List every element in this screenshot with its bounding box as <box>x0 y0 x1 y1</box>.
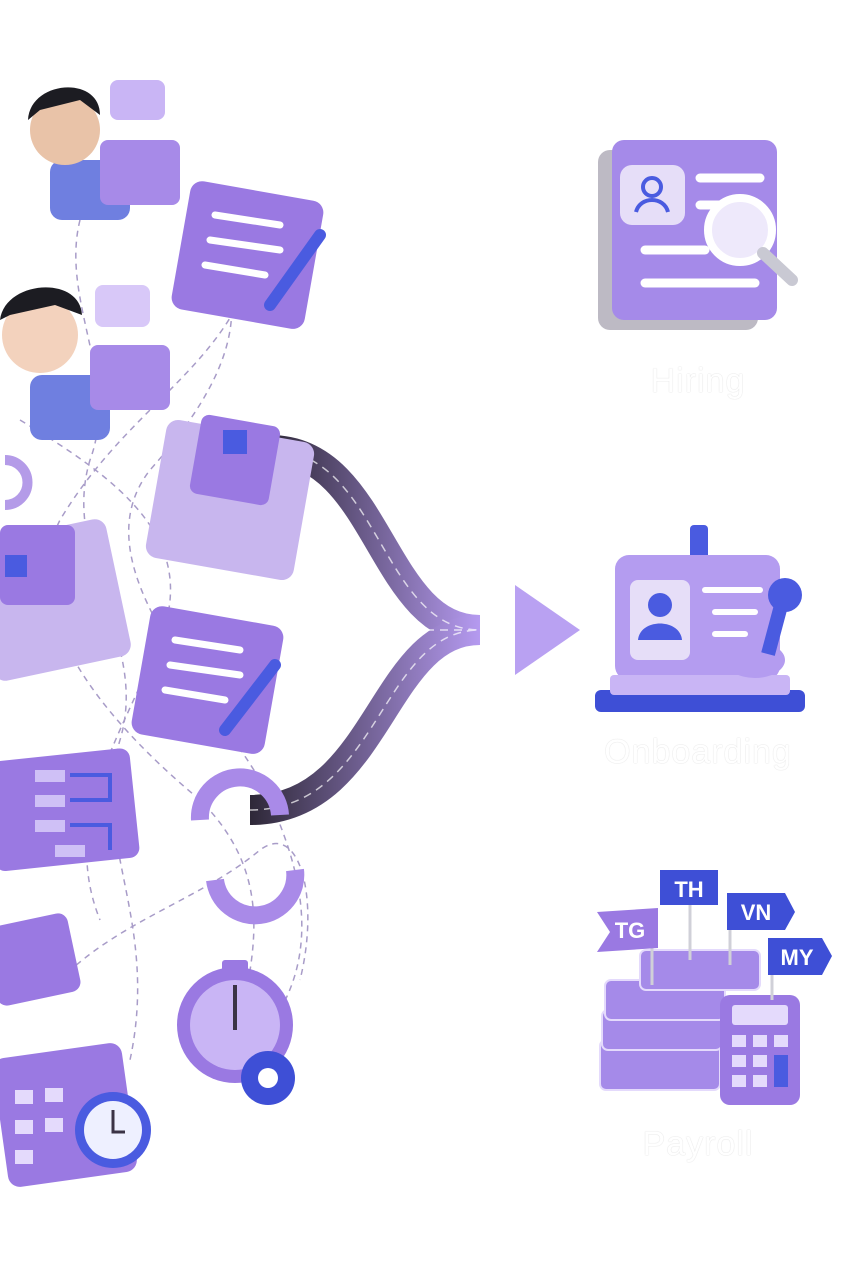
document-search-icon <box>598 140 798 330</box>
envelope-icon <box>145 414 315 581</box>
calendar-clock-icon <box>0 1043 151 1187</box>
flag-label-vn: VN <box>741 900 772 925</box>
contract-pen-icon <box>131 606 284 754</box>
arrow-head <box>515 585 580 675</box>
workflow-board-icon <box>0 748 140 872</box>
person-icon <box>0 285 170 440</box>
contract-pen-icon <box>171 181 326 329</box>
refresh-arrows-icon <box>190 768 305 925</box>
person-icon <box>28 80 180 220</box>
hiring-label: Hiring <box>650 362 746 400</box>
flag-label-my: MY <box>781 945 814 970</box>
flag-label-th: TH <box>674 877 703 902</box>
money-calculator-icon <box>597 870 832 1105</box>
flag-label-tg: TG <box>615 918 646 943</box>
briefcase-icon <box>0 913 81 1006</box>
id-badge-laptop-icon <box>595 525 805 712</box>
refresh-icon <box>4 455 33 510</box>
envelope-icon <box>0 519 131 681</box>
onboarding-label: Onboarding <box>604 733 792 771</box>
stopwatch-gear-icon <box>177 960 295 1105</box>
payroll-label: Payroll <box>642 1125 754 1163</box>
